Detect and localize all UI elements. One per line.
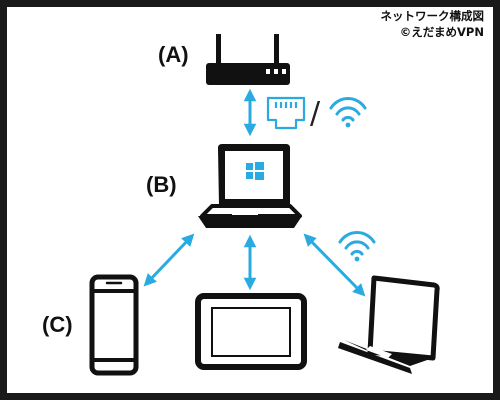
laptop-windows-icon <box>198 144 302 228</box>
wifi-icon <box>329 97 367 128</box>
arrow-laptop-laptop2 <box>303 233 366 297</box>
wifi-icon <box>338 231 376 262</box>
ethernet-port-icon <box>266 96 306 130</box>
diagram-title: ネットワーク構成図 <box>380 9 485 23</box>
tablet-icon <box>195 293 307 370</box>
or-slash: / <box>310 96 321 131</box>
label-b: (B) <box>146 172 177 197</box>
arrow-laptop-phone <box>143 233 195 287</box>
router-icon <box>206 34 290 85</box>
label-c: (C) <box>42 312 73 337</box>
diagram-credit: ネットワーク構成図 ©えだまめVPN <box>381 8 485 40</box>
smartphone-icon <box>89 274 139 376</box>
laptop-icon <box>338 275 440 374</box>
copyright-text: ©えだまめVPN <box>399 25 484 39</box>
label-a: (A) <box>158 42 189 67</box>
